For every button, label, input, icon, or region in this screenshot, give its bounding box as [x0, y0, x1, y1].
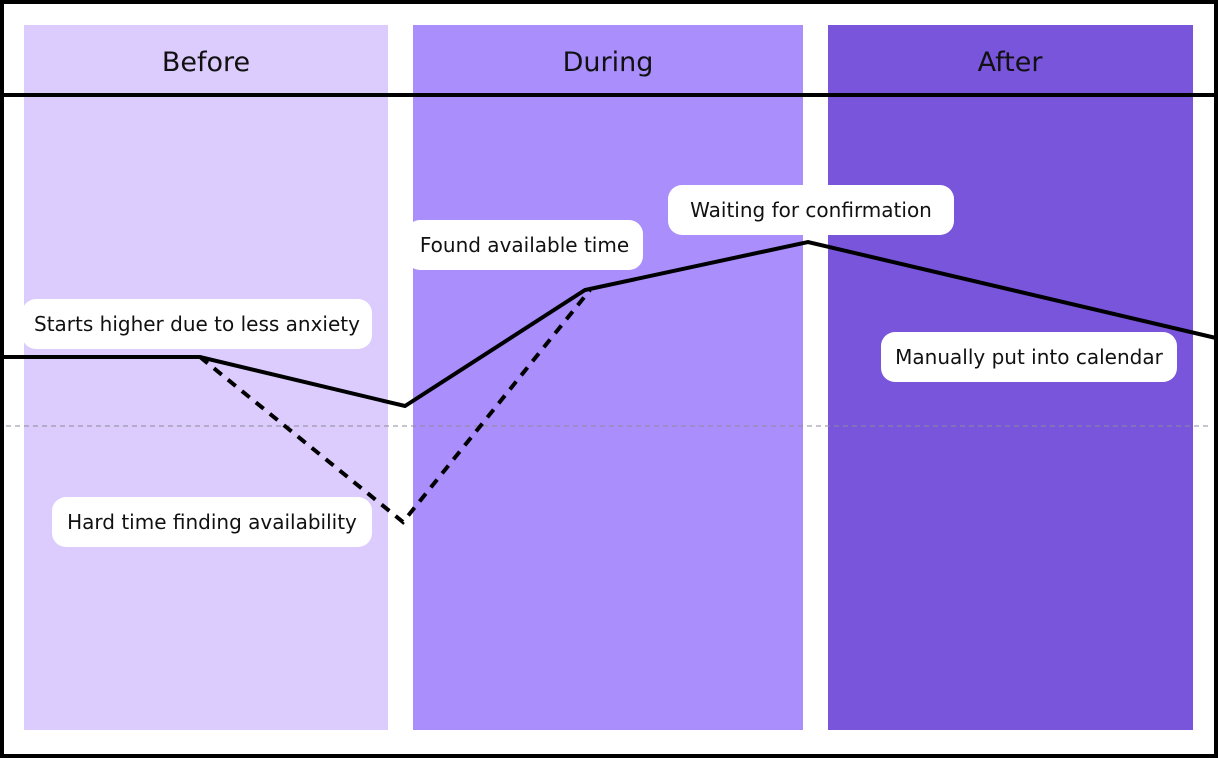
annotation-found-time: Found available time: [406, 220, 643, 270]
phase-title-after: After: [978, 47, 1044, 78]
phase-column-before: [24, 25, 388, 730]
annotation-waiting: Waiting for confirmation: [668, 185, 954, 235]
alternate-journey-line: [198, 288, 592, 525]
phase-title-before: Before: [162, 47, 250, 78]
annotation-starts-higher: Starts higher due to less anxiety: [22, 299, 372, 349]
annotation-hard-time: Hard time finding availability: [52, 497, 372, 547]
annotation-manual-calendar: Manually put into calendar: [881, 332, 1177, 382]
journey-line: [4, 239, 1217, 409]
phase-title-during: During: [563, 47, 654, 78]
phase-column-during: [413, 25, 803, 730]
